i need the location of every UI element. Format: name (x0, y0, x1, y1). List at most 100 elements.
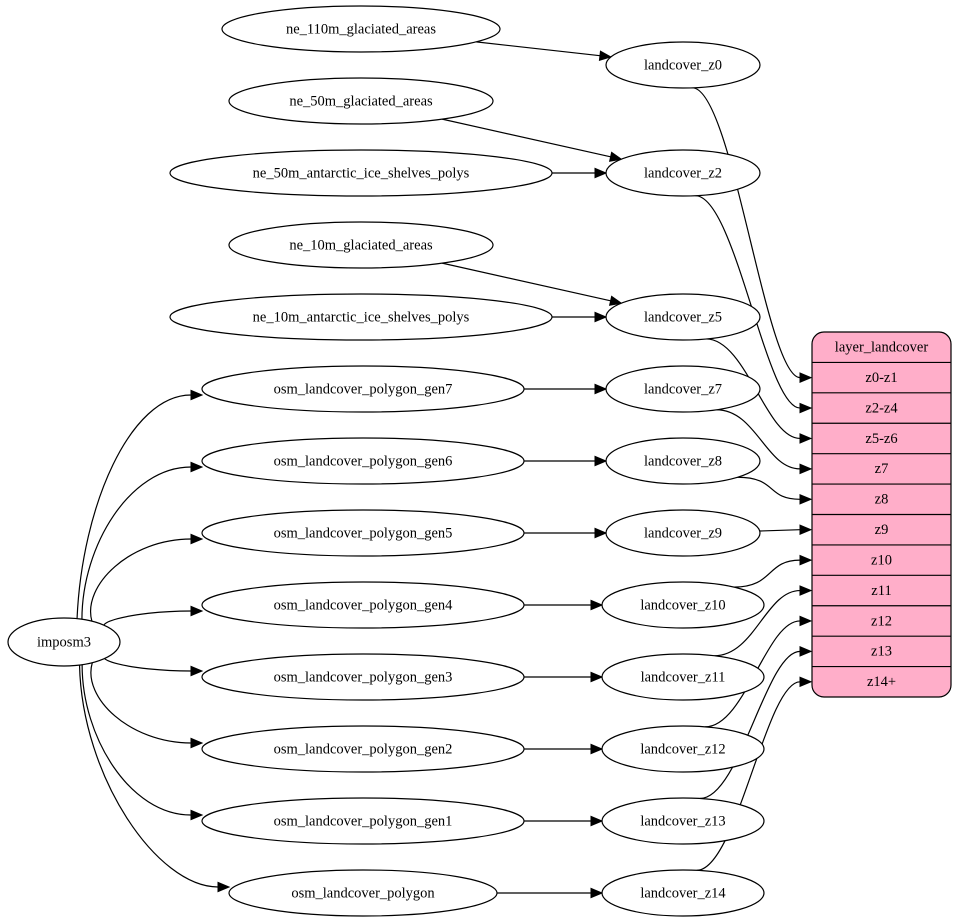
edge-osm_landcover_polygon_gen5-to-landcover_z9 (524, 527, 608, 539)
table-row-z7[interactable]: z7 (875, 461, 889, 477)
edge-imposm3-to-osm_landcover_polygon_gen1 (81, 664, 204, 821)
node-ne_10m_antarctic_ice_shelves_polys[interactable]: ne_10m_antarctic_ice_shelves_polys (169, 293, 553, 341)
edge-path (81, 466, 192, 620)
node-osm_landcover_polygon_gen4[interactable]: osm_landcover_polygon_gen4 (201, 581, 525, 629)
edge-arrowhead (598, 50, 613, 61)
node-label: landcover_z11 (641, 669, 726, 685)
edge-landcover_z13-to-layer_landcover-z13 (699, 646, 813, 800)
node-label: landcover_z2 (644, 165, 722, 181)
node-imposm3[interactable]: imposm3 (7, 617, 121, 667)
node-shape (201, 725, 525, 773)
node-shape (228, 221, 494, 269)
table-row-label: z11 (871, 583, 891, 599)
node-landcover_z11[interactable]: landcover_z11 (601, 653, 765, 701)
node-osm_landcover_polygon_gen7[interactable]: osm_landcover_polygon_gen7 (201, 365, 525, 413)
edge-osm_landcover_polygon_gen1-to-landcover_z13 (524, 815, 604, 827)
node-landcover_z0[interactable]: landcover_z0 (605, 41, 761, 89)
table-row-label: z0-z1 (865, 370, 897, 386)
node-label: ne_10m_glaciated_areas (289, 237, 433, 253)
edge-path (696, 681, 801, 871)
edge-arrowhead (190, 809, 204, 821)
node-label: landcover_z13 (640, 813, 725, 829)
node-osm_landcover_polygon[interactable]: osm_landcover_polygon (228, 869, 498, 917)
edge-ne_110m_glaciated_areas-to-landcover_z0 (476, 41, 613, 61)
layer-landcover-box[interactable]: layer_landcoverz0-z1z2-z4z5-z6z7z8z9z10z… (811, 331, 952, 698)
edge-arrowhead (217, 881, 231, 893)
node-shape (201, 581, 525, 629)
edge-path (76, 394, 192, 619)
edge-arrowhead (190, 665, 204, 677)
table-row-z11[interactable]: z11 (871, 583, 891, 599)
edge-arrowhead (799, 463, 813, 475)
nodes-layer: imposm3 ne_110m_glaciated_areas ne_50m_gla… (7, 5, 765, 917)
table-row-label: z14+ (867, 674, 896, 690)
edge-landcover_z7-to-layer_landcover-z7 (716, 409, 813, 475)
node-label: osm_landcover_polygon_gen5 (274, 525, 453, 541)
edge-ne_10m_glaciated_areas-to-landcover_z5 (442, 262, 623, 306)
node-landcover_z8[interactable]: landcover_z8 (605, 437, 761, 485)
edge-path (78, 665, 219, 888)
node-ne_50m_antarctic_ice_shelves_polys[interactable]: ne_50m_antarctic_ice_shelves_polys (169, 149, 553, 197)
node-landcover_z12[interactable]: landcover_z12 (601, 725, 765, 773)
node-shape (605, 149, 761, 197)
edge-osm_landcover_polygon_gen6-to-landcover_z8 (524, 455, 608, 467)
edge-arrowhead (799, 372, 813, 383)
edge-imposm3-to-osm_landcover_polygon_gen2 (90, 662, 204, 749)
node-osm_landcover_polygon_gen1[interactable]: osm_landcover_polygon_gen1 (201, 797, 525, 845)
node-landcover_z14[interactable]: landcover_z14 (601, 869, 765, 917)
table-row-z12[interactable]: z12 (871, 613, 892, 629)
node-shape (605, 365, 761, 413)
node-landcover_z5[interactable]: landcover_z5 (605, 293, 761, 341)
table-row-label: z13 (871, 644, 892, 660)
node-ne_50m_glaciated_areas[interactable]: ne_50m_glaciated_areas (228, 77, 494, 125)
edge-arrowhead (594, 527, 608, 539)
table-row-z13[interactable]: z13 (871, 644, 892, 660)
edge-osm_landcover_polygon_gen7-to-landcover_z7 (524, 383, 608, 395)
node-shape (601, 653, 765, 701)
edge-arrowhead (799, 524, 813, 536)
node-landcover_z13[interactable]: landcover_z13 (601, 797, 765, 845)
node-osm_landcover_polygon_gen5[interactable]: osm_landcover_polygon_gen5 (201, 509, 525, 557)
layer-landcover-table: layer_landcoverz0-z1z2-z4z5-z6z7z8z9z10z… (811, 331, 952, 698)
node-ne_10m_glaciated_areas[interactable]: ne_10m_glaciated_areas (228, 221, 494, 269)
table-row-label: z10 (871, 552, 892, 568)
node-shape (201, 437, 525, 485)
edge-imposm3-to-osm_landcover_polygon_gen4 (103, 605, 204, 632)
table-row-z5-z6[interactable]: z5-z6 (865, 431, 897, 447)
node-label: landcover_z12 (640, 741, 725, 757)
table-row-z9[interactable]: z9 (875, 522, 889, 538)
table-row-z2-z4[interactable]: z2-z4 (865, 400, 898, 416)
edge-osm_landcover_polygon_gen2-to-landcover_z12 (524, 743, 604, 755)
node-osm_landcover_polygon_gen2[interactable]: osm_landcover_polygon_gen2 (201, 725, 525, 773)
node-landcover_z9[interactable]: landcover_z9 (605, 509, 761, 557)
table-row-z14+[interactable]: z14+ (867, 674, 896, 690)
node-landcover_z10[interactable]: landcover_z10 (601, 581, 765, 629)
node-shape (228, 77, 494, 125)
table-row-z8[interactable]: z8 (875, 492, 889, 508)
edge-path (733, 559, 801, 588)
edge-landcover_z0-to-layer_landcover-z0-z1 (692, 87, 813, 383)
node-label: landcover_z8 (644, 453, 722, 469)
edge-arrowhead (594, 383, 608, 395)
table-row-z10[interactable]: z10 (871, 552, 892, 568)
edge-imposm3-to-osm_landcover_polygon_gen7 (76, 389, 204, 619)
edge-arrowhead (799, 615, 813, 627)
node-label: osm_landcover_polygon_gen7 (274, 381, 453, 397)
edge-landcover_z14-to-layer_landcover-z14+ (696, 676, 813, 871)
node-label: osm_landcover_polygon (291, 885, 435, 901)
table-row-z0-z1[interactable]: z0-z1 (865, 370, 897, 386)
node-landcover_z2[interactable]: landcover_z2 (605, 149, 761, 197)
edge-imposm3-to-osm_landcover_polygon_gen6 (81, 461, 204, 620)
node-shape (605, 41, 761, 89)
edge-arrowhead (608, 151, 623, 162)
edge-imposm3-to-osm_landcover_polygon (78, 665, 231, 893)
node-ne_110m_glaciated_areas[interactable]: ne_110m_glaciated_areas (221, 5, 501, 53)
node-osm_landcover_polygon_gen6[interactable]: osm_landcover_polygon_gen6 (201, 437, 525, 485)
node-shape (601, 797, 765, 845)
node-label: landcover_z5 (644, 309, 722, 325)
edge-path (103, 651, 192, 672)
node-osm_landcover_polygon_gen3[interactable]: osm_landcover_polygon_gen3 (201, 653, 525, 701)
edge-arrowhead (190, 533, 204, 545)
node-shape (169, 149, 553, 197)
node-landcover_z7[interactable]: landcover_z7 (605, 365, 761, 413)
